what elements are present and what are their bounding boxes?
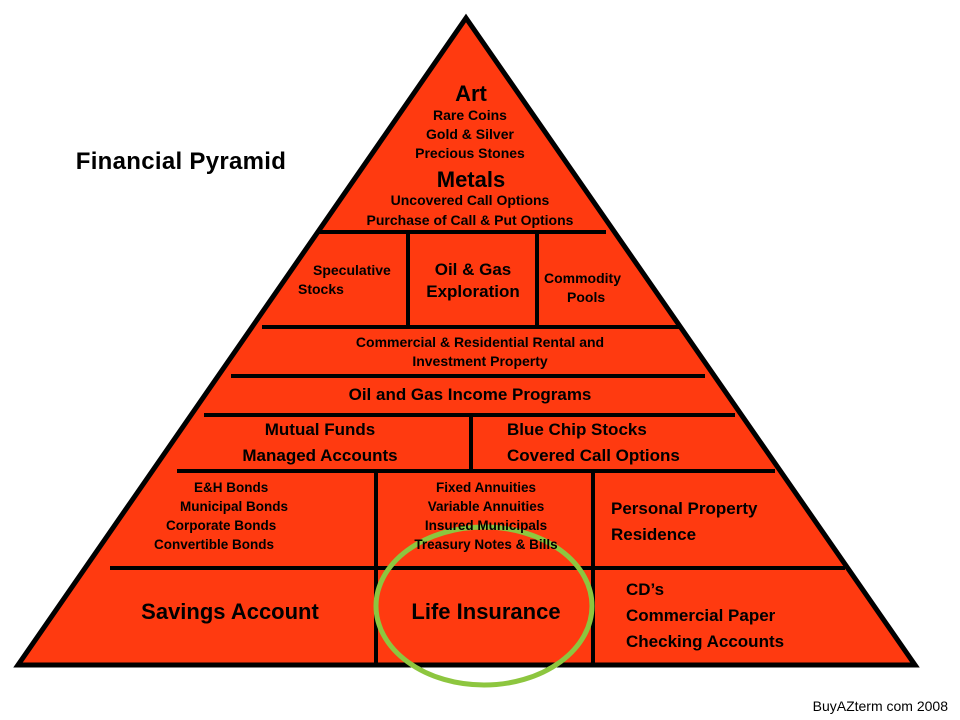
checking-accounts-label: Checking Accounts: [626, 632, 785, 651]
corporate-bonds-label: Corporate Bonds: [166, 518, 277, 533]
municipal-bonds-label: Municipal Bonds: [180, 499, 288, 514]
residence-label: Residence: [611, 525, 697, 544]
rental-property-label-2: Investment Property: [412, 353, 548, 369]
uncovered-call-options-label: Uncovered Call Options: [390, 192, 550, 208]
speculative-stocks-label-2: Stocks: [298, 281, 344, 297]
covered-call-options-label: Covered Call Options: [507, 446, 680, 465]
oil-gas-exploration-label-2: Exploration: [426, 282, 520, 301]
variable-annuities-label: Variable Annuities: [427, 499, 545, 514]
life-insurance-highlight-circle: [373, 524, 595, 688]
oil-gas-income-label: Oil and Gas Income Programs: [348, 385, 592, 404]
art-label: Art: [455, 81, 487, 106]
personal-property-label: Personal Property: [611, 499, 758, 518]
call-put-options-label: Purchase of Call & Put Options: [366, 212, 574, 228]
oil-gas-exploration-label-1: Oil & Gas: [434, 260, 512, 279]
managed-accounts-label: Managed Accounts: [242, 446, 398, 465]
rare-coins-label: Rare Coins: [433, 107, 507, 123]
commodity-pools-label-2: Pools: [567, 289, 606, 305]
treasury-notes-label: Treasury Notes & Bills: [414, 537, 558, 552]
mutual-funds-label: Mutual Funds: [264, 420, 376, 439]
pyramid-body: [13, 13, 920, 668]
life-insurance-label: Life Insurance: [411, 599, 561, 624]
fixed-annuities-label: Fixed Annuities: [435, 480, 536, 495]
eh-bonds-label: E&H Bonds: [194, 480, 269, 495]
gold-silver-label: Gold & Silver: [426, 126, 514, 142]
rental-property-label-1: Commercial & Residential Rental and: [355, 334, 605, 350]
pyramid-title: Financial Pyramid: [38, 140, 324, 184]
speculative-stocks-label-1: Speculative: [313, 262, 391, 278]
cds-label: CD’s: [626, 580, 665, 599]
blue-chip-stocks-label: Blue Chip Stocks: [507, 420, 647, 439]
metals-label: Metals: [436, 167, 506, 192]
insured-municipals-label: Insured Municipals: [424, 518, 548, 533]
copyright-footer: BuyAZterm com 2008: [812, 698, 948, 714]
commercial-paper-label: Commercial Paper: [626, 606, 776, 625]
tier-dividers: [110, 230, 845, 665]
convertible-bonds-label: Convertible Bonds: [154, 537, 275, 552]
commodity-pools-label-1: Commodity: [544, 270, 621, 286]
savings-account-label: Savings Account: [141, 599, 319, 624]
precious-stones-label: Precious Stones: [415, 145, 525, 161]
